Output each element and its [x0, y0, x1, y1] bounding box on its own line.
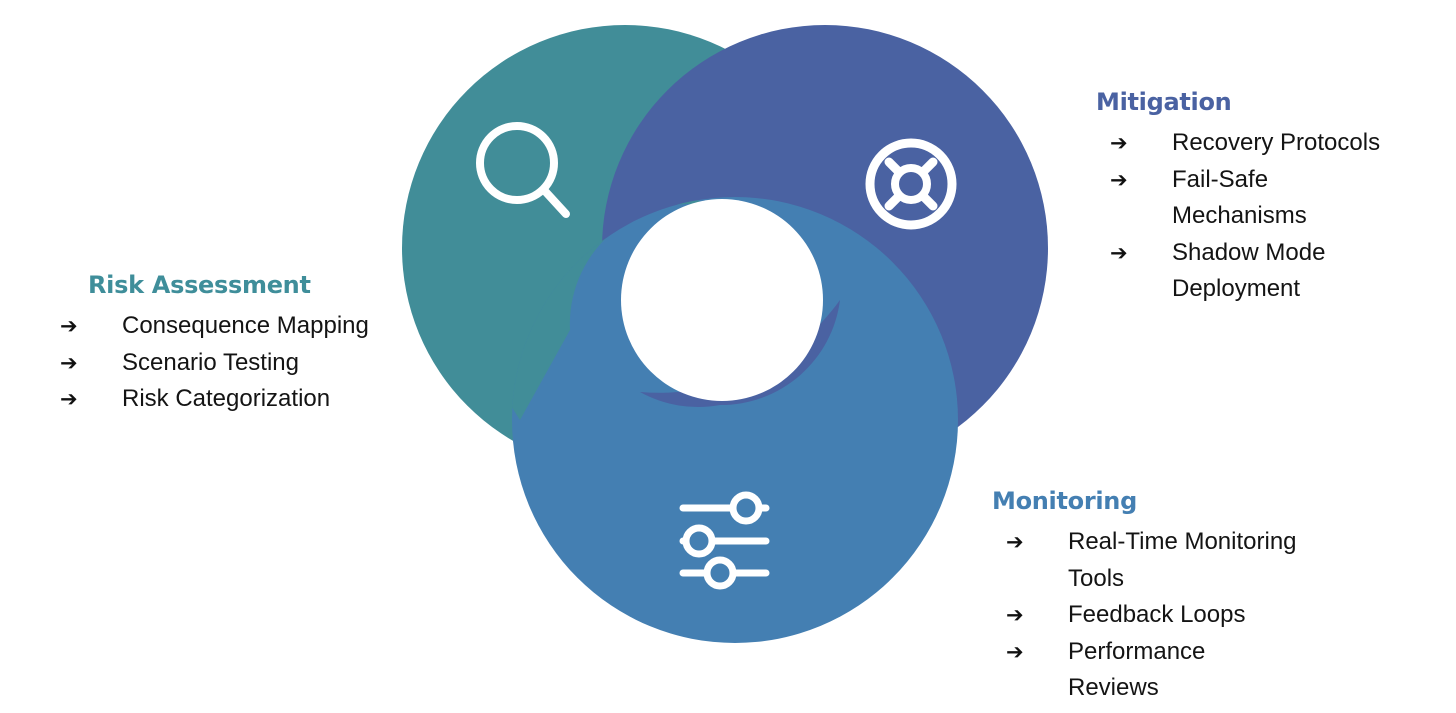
list-item: ➔ Scenario Testing: [60, 345, 390, 382]
arrow-icon: ➔: [1006, 639, 1024, 664]
sliders-icon: [679, 491, 770, 590]
mitigation-title: Mitigation: [1096, 88, 1232, 116]
monitoring-title: Monitoring: [992, 487, 1137, 515]
arrow-icon: ➔: [1006, 603, 1024, 627]
list-item-label: Feedback Loops: [1068, 601, 1246, 628]
arrow-icon: ➔: [1110, 240, 1128, 265]
list-item-label: Performance Reviews: [1068, 637, 1206, 702]
arrow-icon: ➔: [1110, 167, 1128, 192]
mitigation-overlap-segment: [640, 300, 840, 408]
risk-overlap-segment: [512, 197, 705, 420]
list-item-label: Consequence Mapping: [122, 312, 369, 339]
list-item-label: Recovery Protocols: [1172, 129, 1381, 156]
search-icon: [476, 122, 570, 218]
list-item: ➔ Feedback Loops: [1006, 597, 1328, 634]
arrow-icon: ➔: [1110, 131, 1128, 155]
mitigation-section: Mitigation ➔ Recovery Protocols ➔ Fail-S…: [1096, 87, 1440, 308]
arrow-icon: ➔: [60, 350, 78, 375]
list-item: ➔ Recovery Protocols: [1110, 125, 1412, 162]
arrow-icon: ➔: [60, 387, 78, 411]
list-item: ➔ Fail-Safe Mechanisms: [1110, 162, 1342, 235]
lifebuoy-icon: [865, 138, 957, 230]
list-item: ➔ Risk Categorization: [60, 381, 390, 418]
list-item: ➔ Performance Reviews: [1006, 634, 1228, 707]
center-hole: [621, 199, 823, 401]
arrow-icon: ➔: [1006, 530, 1024, 554]
list-item-label: Real-Time Monitoring Tools: [1068, 528, 1297, 592]
list-item: ➔ Consequence Mapping: [60, 308, 390, 345]
risk-assessment-section: Risk Assessment ➔ Consequence Mapping ➔ …: [60, 270, 390, 418]
monitoring-section: Monitoring ➔ Real-Time Monitoring Tools …: [992, 486, 1366, 707]
list-item-label: Scenario Testing: [122, 348, 299, 376]
risk-assessment-title: Risk Assessment: [88, 271, 311, 299]
list-item: ➔ Shadow Mode Deployment: [1110, 235, 1342, 308]
list-item-label: Shadow Mode Deployment: [1172, 238, 1326, 303]
list-item-label: Fail-Safe Mechanisms: [1172, 165, 1307, 230]
list-item: ➔ Real-Time Monitoring Tools: [1006, 524, 1328, 597]
arrow-icon: ➔: [60, 314, 78, 338]
list-item-label: Risk Categorization: [122, 385, 331, 412]
